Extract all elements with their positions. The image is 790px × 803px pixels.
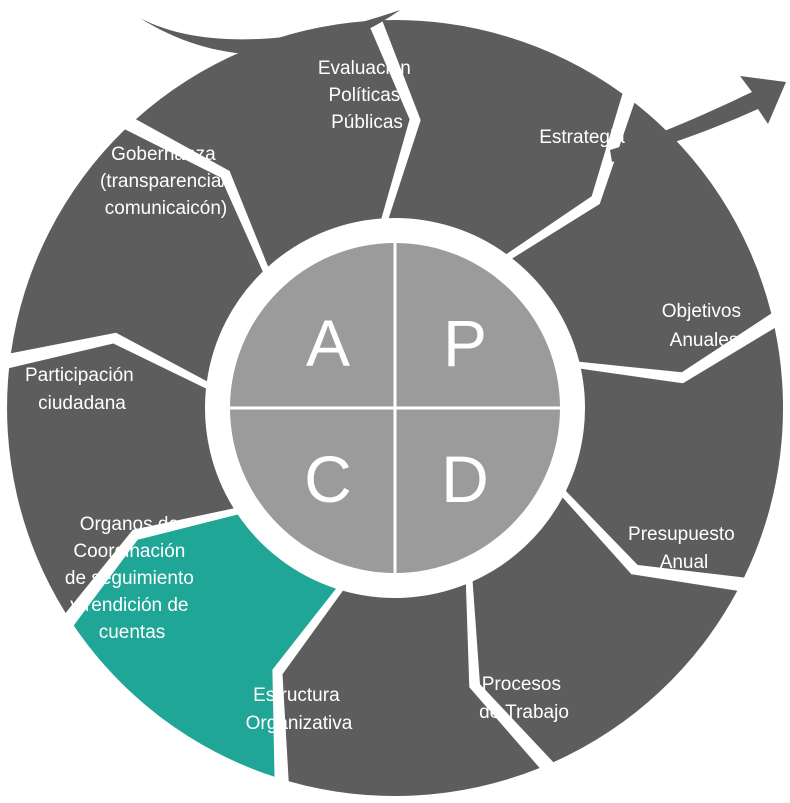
ring-segment-evaluacion	[135, 21, 410, 267]
ring-segment-organos	[73, 514, 336, 777]
ring-segment-gobernanza	[10, 129, 263, 382]
segment-label-estrategia: Estrategia	[539, 127, 625, 148]
segment-label-procesos: Procesos de Trabajo	[479, 674, 569, 723]
segment-label-gobernanza: Gobernanza (transparencia/ comunicaicón)	[100, 144, 232, 219]
segment-label-presupuesto: Presupuesto Anual	[628, 524, 740, 573]
quadrant-letter-p: P	[443, 306, 487, 380]
quadrant-letter-a: A	[306, 306, 350, 380]
segment-label-estructura: Estructura Organizativa	[246, 685, 353, 734]
ring-segment-objetivos	[512, 102, 772, 373]
segment-label-participacion: Participación ciudadana	[25, 365, 139, 414]
cycle-ring	[7, 19, 784, 797]
segment-label-objetivos: Objetivos Anuales	[662, 301, 746, 351]
ring-segment-estructura	[282, 584, 540, 797]
ring-segment-procesos	[472, 497, 738, 763]
segment-labels: Evaluación Políticas Públicas Estrategia…	[25, 58, 746, 734]
segment-label-evaluacion: Evaluación Políticas Públicas	[318, 58, 416, 133]
quadrant-letter-d: D	[441, 442, 489, 516]
pdca-center: A P C D	[230, 243, 560, 573]
ring-segment-participacion	[7, 343, 234, 613]
cycle-arrow-tail	[140, 10, 400, 55]
ring-segment-presupuesto	[565, 328, 784, 578]
quadrant-letter-c: C	[304, 442, 352, 516]
segment-label-organos: Organos de Coordinación de seguimiento y…	[65, 514, 199, 643]
ring-segment-estrategia	[382, 19, 623, 255]
